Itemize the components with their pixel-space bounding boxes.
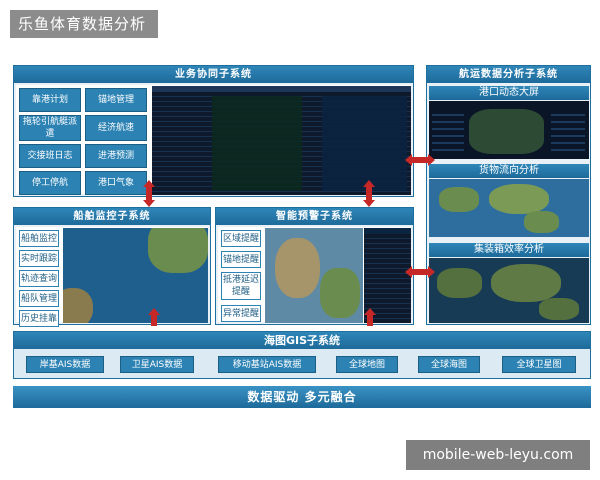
arrowhead-left-icon [405,154,412,166]
business-item-2: 锚地管理 [85,88,147,112]
alert-list [364,228,411,323]
gis-item-1: 岸基AIS数据 [26,356,104,373]
business-item-4: 经济航速 [85,115,147,141]
arrowhead-up-icon [364,308,376,315]
arrow-alert-analysis [410,269,432,275]
vessel-item-2: 实时跟踪 [19,250,59,267]
gis-item-6: 全球卫星图 [502,356,576,373]
arrow-alert-gis [367,312,373,326]
alert-panel: 智能预警子系统 区域提醒 锚地提醒 抵港延迟提醒 异常提醒 [215,207,414,325]
arrowhead-right-icon [428,154,435,166]
arrow-business-analysis [410,157,432,163]
business-item-7: 停工停航 [19,171,81,195]
business-item-5: 交接班日志 [19,144,81,168]
footer-banner: 数据驱动 多元融合 [13,386,591,408]
business-item-8: 港口气象 [85,171,147,195]
business-panel: 业务协同子系统 靠港计划 锚地管理 拖轮引航艇派遣 经济航速 交接班日志 进港预… [13,65,414,197]
vessel-title: 船舶监控子系统 [14,208,210,225]
cargo-flow-map [429,179,589,237]
arrowhead-down-icon [363,200,375,207]
business-item-1: 靠港计划 [19,88,81,112]
analysis-title: 航运数据分析子系统 [427,66,590,83]
alert-item-3: 抵港延迟提醒 [221,272,261,300]
arrow-business-alert [366,184,372,202]
alert-item-1: 区域提醒 [221,230,261,247]
arrowhead-up-icon [143,180,155,187]
arrowhead-left-icon [405,266,412,278]
arrowhead-up-icon [363,180,375,187]
container-efficiency-map [429,258,589,323]
business-screenshot [152,86,411,195]
analysis-sub-3: 集装箱效率分析 [429,243,589,257]
alert-item-2: 锚地提醒 [221,251,261,268]
vessel-map [63,228,208,323]
watermark-url: mobile-web-leyu.com [406,440,590,470]
arrowhead-down-icon [143,200,155,207]
gis-item-5: 全球海图 [418,356,480,373]
analysis-sub-2: 货物流向分析 [429,164,589,178]
alert-map [265,228,363,323]
vessel-item-5: 历史挂靠 [19,310,59,327]
port-dashboard-shot [429,101,589,159]
arrowhead-right-icon [428,266,435,278]
analysis-panel: 航运数据分析子系统 港口动态大屏 货物流向分析 集装箱效率分析 [426,65,591,325]
alert-title: 智能预警子系统 [216,208,413,225]
gis-panel: 海图GIS子系统 岸基AIS数据 卫星AIS数据 移动基站AIS数据 全球地图 … [13,331,591,379]
gis-item-4: 全球地图 [336,356,398,373]
arrowhead-up-icon [148,308,160,315]
gis-title: 海图GIS子系统 [14,332,590,349]
gis-item-2: 卫星AIS数据 [120,356,194,373]
watermark-title: 乐鱼体育数据分析 [10,10,158,38]
vessel-item-1: 船舶监控 [19,230,59,247]
arrow-business-vessel [146,184,152,202]
business-title: 业务协同子系统 [14,66,413,83]
alert-item-4: 异常提醒 [221,305,261,322]
arrow-vessel-gis [151,312,157,326]
analysis-sub-1: 港口动态大屏 [429,86,589,100]
vessel-item-3: 轨迹查询 [19,270,59,287]
vessel-panel: 船舶监控子系统 船舶监控 实时跟踪 轨迹查询 船队管理 历史挂靠 [13,207,211,327]
gis-item-3: 移动基站AIS数据 [218,356,316,373]
business-item-6: 进港预测 [85,144,147,168]
business-item-3: 拖轮引航艇派遣 [19,115,81,141]
vessel-item-4: 船队管理 [19,290,59,307]
